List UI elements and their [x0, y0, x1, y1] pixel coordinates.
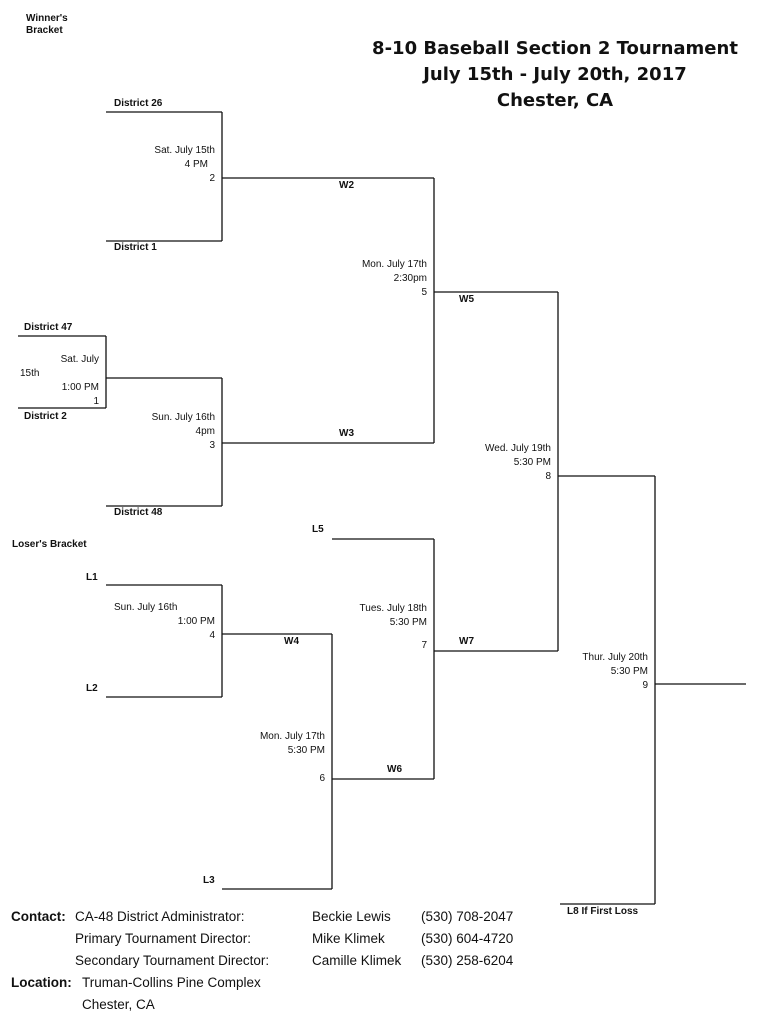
game-7-info: Tues. July 18th 5:30 PM 7: [312, 602, 427, 653]
team-l2: L2: [86, 683, 98, 694]
team-district-47: District 47: [24, 322, 73, 333]
game-4-time: 1:00 PM: [177, 616, 215, 627]
location-label: Location:: [11, 975, 72, 990]
game-1-info: Sat. July 15th 1:00 PM 1: [20, 353, 99, 409]
title-line-1: 8-10 Baseball Section 2 Tournament: [372, 38, 738, 59]
title-line-2: July 15th - July 20th, 2017: [423, 64, 687, 85]
game-1-number: 1: [93, 396, 99, 407]
label-w6: W6: [387, 764, 402, 775]
tournament-title: 8-10 Baseball Section 2 Tournament July …: [370, 36, 740, 114]
game-4-info: Sun. July 16th 1:00 PM 4: [100, 601, 215, 643]
game-3-info: Sun. July 16th 4pm 3: [100, 411, 215, 453]
game-1-line-2: 15th: [20, 368, 40, 379]
game-8-time: 5:30 PM: [513, 457, 551, 468]
contact-role-2: Primary Tournament Director:: [75, 931, 252, 946]
team-l8-if-first-loss: L8 If First Loss: [567, 906, 639, 917]
label-w2: W2: [339, 180, 354, 191]
contact-name-2: Mike Klimek: [312, 931, 385, 946]
game-9-info: Thur. July 20th 5:30 PM 9: [530, 651, 648, 693]
game-1-line-1: Sat. July: [60, 354, 99, 365]
location-line-1: Truman-Collins Pine Complex: [82, 975, 261, 990]
label-w5: W5: [459, 294, 474, 305]
title-line-3: Chester, CA: [496, 90, 614, 111]
game-6-date: Mon. July 17th: [259, 731, 325, 742]
game-2-number: 2: [209, 173, 215, 184]
game-6-number: 6: [319, 773, 325, 784]
game-9-date: Thur. July 20th: [582, 652, 648, 663]
game-5-number: 5: [421, 287, 427, 298]
winners-bracket-header-line1: Winner's: [26, 13, 68, 24]
game-5-time: 2:30pm: [393, 273, 427, 284]
game-4-date: Sun. July 16th: [114, 602, 178, 613]
contact-label: Contact:: [11, 909, 66, 924]
game-8-number: 8: [545, 471, 551, 482]
game-5-info: Mon. July 17th 2:30pm 5: [312, 258, 427, 300]
contact-phone-3: (530) 258-6204: [421, 953, 514, 968]
game-3-date: Sun. July 16th: [151, 412, 215, 423]
team-l3: L3: [203, 875, 215, 886]
game-6-info: Mon. July 17th 5:30 PM 6: [210, 730, 325, 786]
team-l1: L1: [86, 572, 98, 583]
team-district-26: District 26: [114, 98, 163, 109]
team-l5: L5: [312, 524, 324, 535]
contact-name-1: Beckie Lewis: [312, 909, 391, 924]
game-7-number: 7: [421, 640, 427, 651]
game-2-time: 4 PM: [184, 159, 208, 170]
game-3-number: 3: [209, 440, 215, 451]
location-line-2: Chester, CA: [82, 997, 155, 1012]
contact-phone-1: (530) 708-2047: [421, 909, 514, 924]
winners-bracket-header: Winner's Bracket: [26, 13, 68, 37]
game-6-time: 5:30 PM: [287, 745, 325, 756]
game-8-info: Wed. July 19th 5:30 PM 8: [432, 442, 551, 484]
losers-bracket-header: Loser's Bracket: [12, 539, 87, 550]
game-4-number: 4: [209, 630, 215, 641]
contact-role-3: Secondary Tournament Director:: [75, 953, 270, 968]
contact-role-1: CA-48 District Administrator:: [75, 909, 245, 924]
contact-name-3: Camille Klimek: [312, 953, 402, 968]
contact-phone-2: (530) 604-4720: [421, 931, 514, 946]
game-9-number: 9: [642, 680, 648, 691]
label-w7: W7: [459, 636, 474, 647]
game-8-date: Wed. July 19th: [485, 443, 551, 454]
label-w3: W3: [339, 428, 354, 439]
team-district-2: District 2: [24, 411, 67, 422]
game-2-info: Sat. July 15th 4 PM 2: [100, 144, 215, 186]
winners-bracket-header-line2: Bracket: [26, 25, 63, 36]
game-7-time: 5:30 PM: [389, 617, 427, 628]
game-1-time: 1:00 PM: [61, 382, 99, 393]
game-2-date: Sat. July 15th: [154, 145, 215, 156]
team-district-1: District 1: [114, 242, 157, 253]
team-district-48: District 48: [114, 507, 163, 518]
game-7-date: Tues. July 18th: [359, 603, 427, 614]
label-w4: W4: [284, 636, 299, 647]
game-3-time: 4pm: [195, 426, 215, 437]
game-9-time: 5:30 PM: [610, 666, 648, 677]
game-5-date: Mon. July 17th: [361, 259, 427, 270]
